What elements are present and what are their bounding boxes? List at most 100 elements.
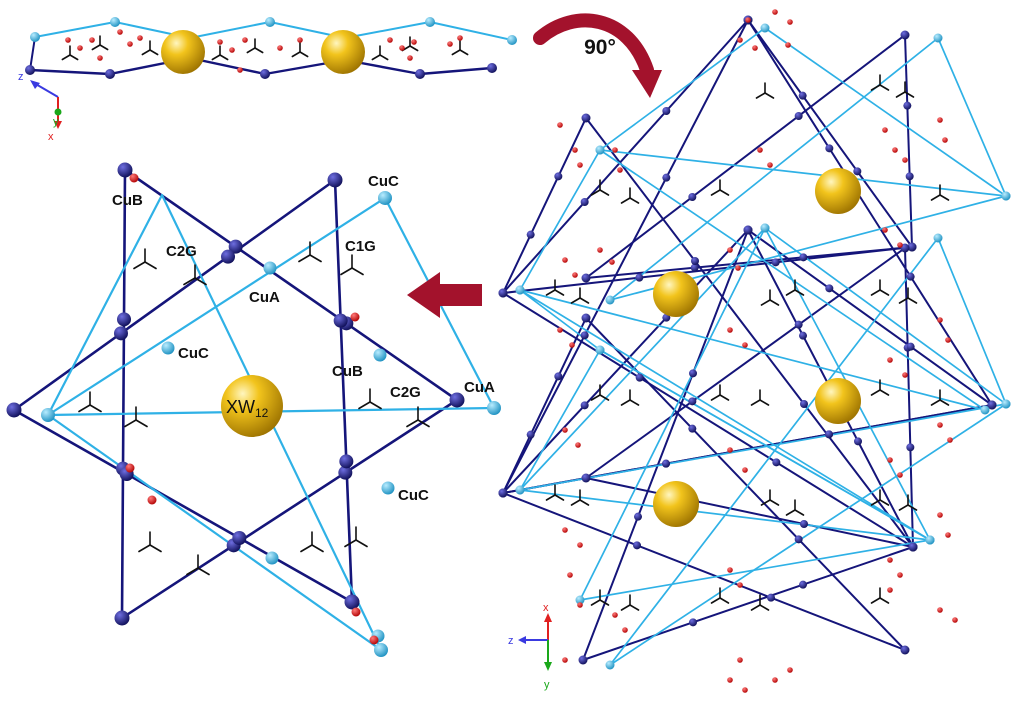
cu-atom-dark (339, 454, 354, 469)
oxygen-atom (237, 67, 243, 73)
bond-dark (28, 68, 112, 76)
label-cuc-left: CuC (178, 345, 209, 362)
rotation-angle-label: 90° (584, 36, 616, 59)
ligand-icon (710, 587, 730, 604)
cu-atom-dark (800, 400, 808, 408)
cu-atom-dark (794, 535, 803, 544)
label-cuc-bottom: CuC (398, 487, 429, 504)
cu-atom-dark (690, 263, 699, 272)
oxygen-atom (567, 572, 573, 578)
label-cluster: XW12 (226, 397, 269, 420)
ligand-icon (785, 279, 805, 296)
label-cluster-base: XW (226, 397, 255, 417)
oxygen-atom (617, 167, 623, 173)
oxygen-atom (612, 147, 618, 153)
ligand-icon (371, 45, 389, 61)
cu-atom-light (41, 408, 55, 422)
oxygen-atom (902, 157, 908, 163)
cu-atom-dark (344, 594, 360, 610)
oxygen-atom (350, 312, 360, 322)
cu-atom-dark (635, 373, 644, 382)
ligand-icon (570, 287, 590, 304)
cu-atom-dark (903, 101, 912, 110)
light-triangle-bond (519, 349, 931, 541)
cu-atom-light (933, 233, 943, 243)
ligand-icon (545, 484, 565, 501)
cu-atom-dark (526, 430, 535, 439)
cu-atom-dark (554, 372, 563, 381)
cu-atom-light (265, 551, 279, 565)
dark-triangle-bond (502, 19, 993, 494)
oxygen-atom (772, 9, 778, 15)
cu-atom-dark (578, 655, 588, 665)
cu-atom-dark (580, 401, 589, 410)
oxygen-atom (727, 677, 733, 683)
oxygen-atom (897, 572, 903, 578)
axis-z-label-top: z (18, 71, 24, 83)
ligand-icon (870, 74, 890, 91)
cu-atom-light (760, 223, 770, 233)
cu-atom-dark (487, 63, 497, 73)
cu-atom-dark (987, 400, 997, 410)
cu-atom-light (381, 481, 395, 495)
oxygen-atom (942, 137, 948, 143)
oxygen-atom (97, 55, 103, 61)
oxygen-atom (952, 617, 958, 623)
oxygen-atom (757, 147, 763, 153)
axis-triad-right: x z y (508, 602, 552, 691)
bond-dark (29, 36, 36, 71)
oxygen-atom (742, 467, 748, 473)
oxygen-atom (887, 587, 893, 593)
xw12-cluster-sphere (815, 378, 861, 424)
cu-atom-light (487, 401, 501, 415)
bond-light (429, 21, 513, 41)
ligand-icon (710, 179, 730, 196)
cu-atom-dark (228, 239, 243, 254)
ligand-icon (620, 187, 640, 204)
cu-atom-light (374, 643, 388, 657)
cu-atom-light (515, 485, 525, 495)
cu-atom-light (263, 261, 277, 275)
ligand-icon (590, 589, 610, 606)
cu-atom-light (30, 32, 40, 42)
oxygen-atom (882, 127, 888, 133)
ligand-icon (91, 35, 109, 51)
oxygen-atom (897, 472, 903, 478)
oxygen-atom (767, 162, 773, 168)
oxygen-atom (399, 45, 405, 51)
cu-atom-dark (771, 258, 780, 267)
oxygen-atom (562, 427, 568, 433)
oxygen-atom (89, 37, 95, 43)
cu-atom-dark (767, 593, 775, 602)
cu-atom-dark (799, 580, 807, 589)
ligand-icon (898, 287, 918, 304)
cu-atom-dark (908, 542, 918, 552)
oxygen-atom (577, 542, 583, 548)
dark-triangle-bond (502, 19, 913, 294)
cu-atom-light (980, 405, 990, 415)
ligand-icon (930, 184, 950, 201)
ligand-icon (141, 40, 159, 56)
ligand-icon (755, 82, 775, 99)
oxygen-atom (937, 317, 943, 323)
cu-atom-light (595, 145, 605, 155)
oxygen-atom (622, 627, 628, 633)
cu-atom-dark (105, 69, 115, 79)
oxygen-atom (562, 527, 568, 533)
light-triangle-bond (599, 27, 1007, 197)
ligand-icon (138, 531, 162, 553)
ligand-icon (451, 40, 469, 56)
cu-atom-dark (688, 424, 697, 433)
oxygen-atom (727, 327, 733, 333)
cu-atom-dark (117, 162, 133, 178)
dark-triangle-bond (120, 168, 459, 620)
oxygen-atom (727, 567, 733, 573)
oxygen-atom (727, 247, 733, 253)
cu-atom-light (1001, 191, 1011, 201)
ligand-icon (590, 179, 610, 196)
label-c1g: C1G (345, 238, 376, 255)
ligand-icon (898, 494, 918, 511)
cu-atom-dark (900, 30, 910, 40)
label-cua-top: CuA (249, 289, 280, 306)
